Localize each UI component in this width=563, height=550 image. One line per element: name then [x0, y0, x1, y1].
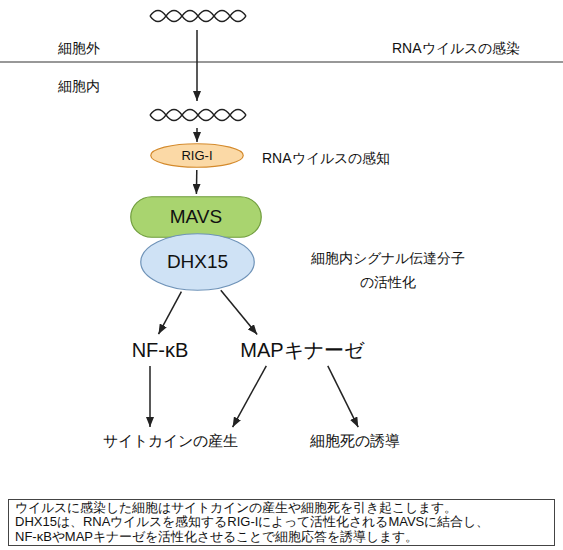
arrow-connector [159, 292, 182, 335]
region-label: 細胞内 [58, 74, 100, 98]
note-box: ウイルスに感染した細胞はサイトカインの産生や細胞死を引き起こします。DHX15は… [8, 499, 555, 546]
node-label: RIG-I [181, 148, 212, 163]
shape-fill [131, 197, 262, 238]
step-label: RNAウイルスの感知 [262, 146, 390, 170]
node-label: MAPキナーゼ [240, 337, 363, 364]
pathway-node: MAPキナーゼ [238, 336, 366, 364]
node-label: 細胞死の誘導 [310, 432, 400, 451]
rna-strand [150, 110, 246, 121]
infection-arrow [196, 30, 198, 101]
outcome-node: サイトカインの産生 [94, 429, 246, 453]
adaptor-box: MAVS [130, 196, 262, 238]
receptor-ellipse: RIG-I [150, 143, 244, 168]
rna-strand [150, 11, 246, 22]
arrow-connector [221, 290, 257, 334]
shape-fill [141, 234, 255, 291]
node-label: DHX15 [167, 251, 228, 273]
step-label: 細胞内シグナル伝達分子 の活性化 [308, 246, 468, 294]
node-label: MAVS [170, 206, 222, 228]
arrow-connector [196, 170, 198, 194]
protein-ellipse: DHX15 [140, 233, 255, 291]
sensing-arrow [196, 128, 198, 142]
node-label: サイトカインの産生 [103, 432, 238, 451]
arrow-connector [233, 366, 267, 427]
outcome-node: 細胞死の誘導 [296, 429, 414, 453]
pathway-node: NF-κB [112, 336, 208, 364]
arrow-connector [328, 366, 358, 427]
rna-strand [150, 110, 246, 121]
step-label: RNAウイルスの感染 [392, 36, 520, 60]
note-text: ウイルスに感染した細胞はサイトカインの産生や細胞死を引き起こします。 [15, 501, 457, 516]
shape-fill [151, 144, 244, 168]
cell-membrane [0, 61, 563, 62]
arrow-connector [149, 366, 151, 427]
node-label: NF-κB [132, 339, 189, 362]
note-text: DHX15は、RNAウイルスを感知するRIG-Iによって活性化されるMAVSに結… [15, 515, 514, 544]
region-label: 細胞外 [58, 36, 100, 60]
rna-strand [150, 11, 246, 22]
